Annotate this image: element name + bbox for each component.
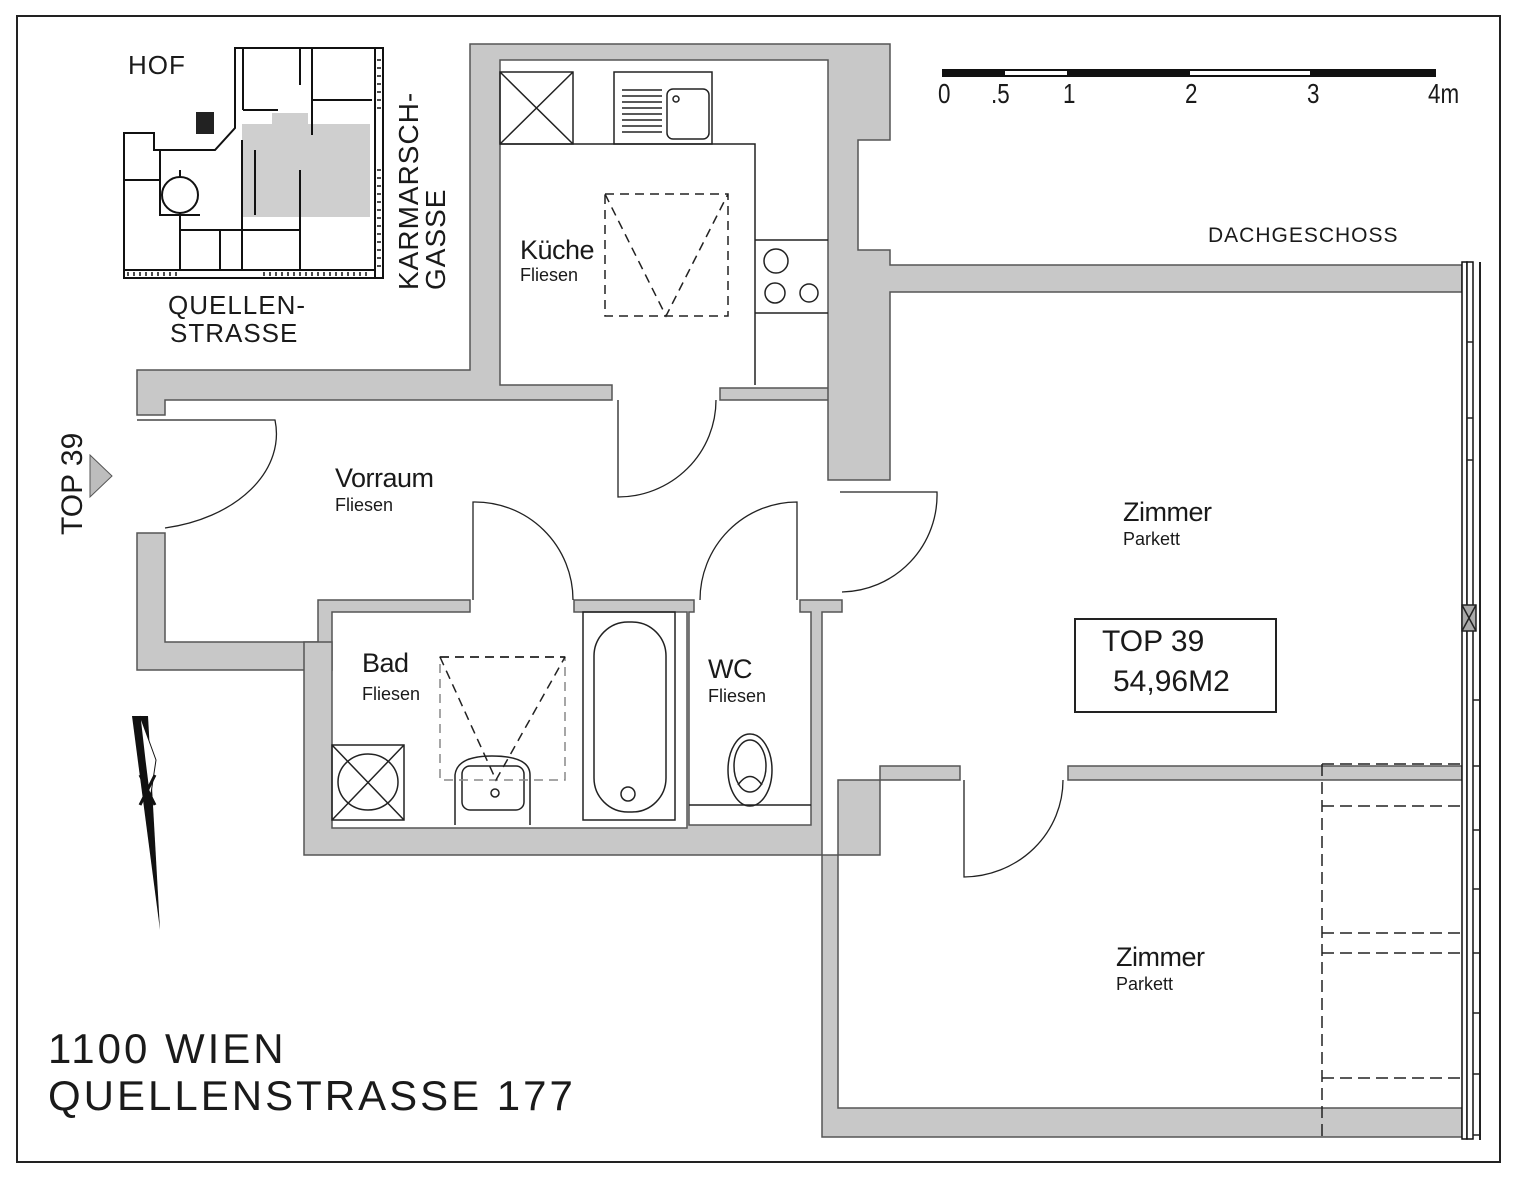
entry-arrow-icon [89,453,113,499]
site-label-hof: HOF [128,50,186,80]
site-label-street2-line1: KARMARSCH- [393,91,424,290]
room-kueche-name: Küche [520,235,595,265]
room-kueche-floor: Fliesen [520,265,579,285]
room-vorraum-floor: Fliesen [335,495,394,515]
room-bad-name: Bad [362,648,409,678]
unit-area: 54,96M2 [1113,665,1230,698]
scale-tick-4m: 4m [1428,78,1460,109]
site-label-street2-line2: GASSE [420,188,451,290]
doors [137,399,1064,878]
fixtures [331,71,1481,1140]
address-line2: QUELLENSTRASSE 177 [48,1072,576,1119]
room-vorraum-name: Vorraum [335,463,434,493]
entry-door [137,419,278,529]
scale-tick-0: 0 [938,78,951,109]
room-bad-floor: Fliesen [362,684,421,704]
site-plan [123,47,384,279]
site-label-street1-line2: STRASSE [170,318,299,348]
floor-label: DACHGESCHOSS [1208,224,1399,247]
address-line1: 1100 WIEN [48,1025,287,1072]
room-zimmer1-floor: Parkett [1123,529,1181,549]
site-label-street1-line1: QUELLEN- [168,290,307,320]
room-wc-name: WC [708,654,752,684]
north-arrow-icon [132,715,160,930]
room-zimmer2-floor: Parkett [1116,974,1174,994]
unit-info-box [1074,618,1277,713]
scale-bar [942,69,1436,77]
scale-tick-05: .5 [991,78,1010,109]
room-zimmer1-name: Zimmer [1123,497,1212,527]
unit-name: TOP 39 [1102,625,1205,658]
scale-tick-1: 1 [1063,78,1076,109]
scale-tick-3: 3 [1307,78,1320,109]
scale-tick-2: 2 [1185,78,1198,109]
drawing-frame [16,15,1501,1163]
room-wc-floor: Fliesen [708,686,767,706]
room-zimmer2-name: Zimmer [1116,942,1205,972]
entry-marker-label: TOP 39 [56,432,89,535]
